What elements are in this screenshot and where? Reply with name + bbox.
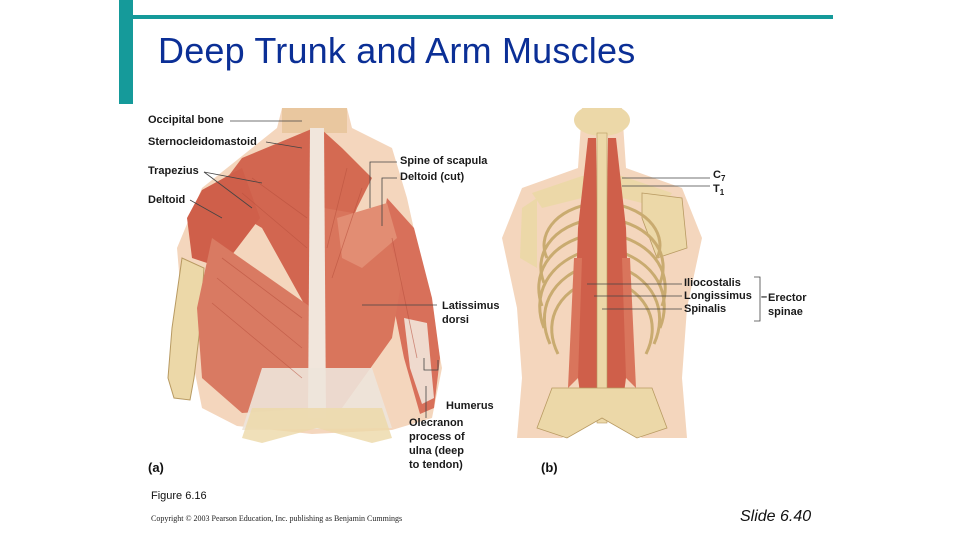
panel-a-drawing xyxy=(167,108,442,443)
label-trapezius: Trapezius xyxy=(148,165,199,177)
label-dorsi: dorsi xyxy=(442,314,469,326)
label-olecranon-4: to tendon) xyxy=(409,459,463,471)
label-c7-sub: 7 xyxy=(720,174,726,184)
panel-b-drawing xyxy=(502,108,761,439)
label-erector: Erector xyxy=(768,292,807,304)
label-olecranon-1: Olecranon xyxy=(409,417,464,429)
label-iliocostalis: Iliocostalis xyxy=(684,277,741,289)
accent-horizontal-rule xyxy=(133,15,833,19)
label-olecranon-3: ulna (deep xyxy=(409,445,465,457)
label-spine-of-scapula: Spine of scapula xyxy=(400,155,488,167)
anatomy-illustration xyxy=(167,108,761,443)
slide-number: Slide 6.40 xyxy=(740,508,812,525)
slide-title: Deep Trunk and Arm Muscles xyxy=(158,30,636,71)
label-c7: C7 xyxy=(713,168,725,186)
label-humerus: Humerus xyxy=(446,400,494,412)
label-group-dash: – xyxy=(761,291,768,303)
label-sternocleidomastoid: Sternocleidomastoid xyxy=(148,136,257,148)
label-spinae: spinae xyxy=(768,306,803,318)
label-t1-sub: 1 xyxy=(719,188,725,198)
copyright-notice: Copyright © 2003 Pearson Education, Inc.… xyxy=(151,514,403,523)
label-latissimus: Latissimus xyxy=(442,300,500,312)
label-longissimus: Longissimus xyxy=(684,290,752,302)
figure-caption: Figure 6.16 xyxy=(151,490,207,502)
label-t1: T1 xyxy=(713,182,724,200)
label-t1-letter: T xyxy=(713,183,720,195)
label-spinalis: Spinalis xyxy=(684,303,727,315)
label-deltoid-cut: Deltoid (cut) xyxy=(400,171,465,183)
panel-b-label: (b) xyxy=(541,460,558,475)
anatomy-figure: Occipital bone Sternocleidomastoid Trape… xyxy=(142,108,822,480)
label-olecranon-2: process of xyxy=(409,431,465,443)
panel-a-label: (a) xyxy=(148,460,164,475)
label-c7-letter: C xyxy=(713,169,721,181)
accent-vertical-bar xyxy=(119,0,133,104)
label-deltoid: Deltoid xyxy=(148,194,186,206)
label-occipital-bone: Occipital bone xyxy=(148,114,224,126)
